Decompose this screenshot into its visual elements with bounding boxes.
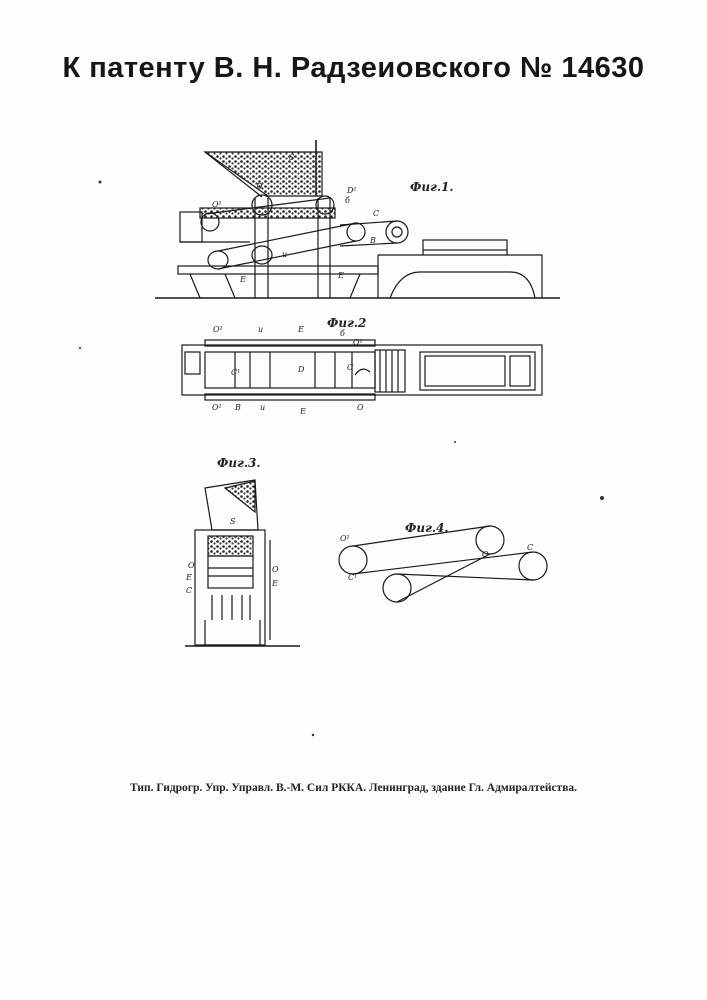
fig1-label-d: D bbox=[255, 182, 263, 191]
fig2-label-u2: u bbox=[260, 403, 265, 412]
fig2-label-o1c: O¹ bbox=[212, 403, 222, 412]
fig3-label-o1: O bbox=[188, 561, 195, 570]
fig1-label-u: u bbox=[282, 250, 287, 259]
fig2-label-b: б bbox=[340, 329, 345, 338]
figure-4-drawing: O¹ C¹ O C bbox=[339, 526, 547, 602]
fig3-label-c: C bbox=[186, 586, 192, 595]
fig3-label-o2: O bbox=[272, 565, 279, 574]
fig2-label-e: E bbox=[297, 325, 304, 334]
fig2-label-o1a: O¹ bbox=[213, 325, 223, 334]
fig4-label-o1: O¹ bbox=[340, 534, 350, 543]
fig1-label-c: C bbox=[373, 209, 379, 218]
fig2-label-d: D bbox=[297, 365, 305, 374]
fig4-label-o: O bbox=[482, 550, 489, 559]
fig3-label-e2: E bbox=[271, 579, 278, 588]
paper-specks bbox=[79, 181, 604, 737]
hopper-coal bbox=[205, 152, 322, 196]
fig3-label-s: S bbox=[230, 517, 236, 526]
fig2-label-B: B bbox=[234, 403, 241, 412]
fig2-label-e2: E bbox=[299, 407, 306, 416]
figure-3-drawing: S O O E E C bbox=[185, 480, 300, 646]
fig1-label-b: б bbox=[345, 196, 350, 205]
fig1-label-o1: O¹ bbox=[212, 200, 222, 209]
fig2-label-c: C bbox=[347, 363, 353, 372]
fig1-label-b2: B bbox=[369, 236, 376, 245]
fig2-label-c1: C¹ bbox=[231, 368, 240, 377]
figure-2-drawing: O¹ u E б O¹ C¹ D C O¹ B u E O bbox=[182, 325, 542, 416]
fig3-label-e1: E bbox=[185, 573, 192, 582]
fig4-label-c: C bbox=[527, 543, 533, 552]
fig1-label-d1: D¹ bbox=[346, 186, 357, 195]
fig1-label-s: S bbox=[289, 153, 295, 162]
fig1-label-e1: E bbox=[239, 275, 246, 284]
printer-footer: Тип. Гидрогр. Упр. Управл. В.-М. Сил РКК… bbox=[0, 782, 707, 794]
fig4-label-c1: C¹ bbox=[348, 573, 357, 582]
fig2-label-o1b: O¹ bbox=[353, 338, 363, 347]
fig2-label-o: O bbox=[357, 403, 364, 412]
fig1-label-e2: E bbox=[337, 271, 344, 280]
fig2-label-u: u bbox=[258, 325, 263, 334]
figure-1-drawing: S D D¹ б O¹ C B u E E bbox=[155, 140, 560, 298]
